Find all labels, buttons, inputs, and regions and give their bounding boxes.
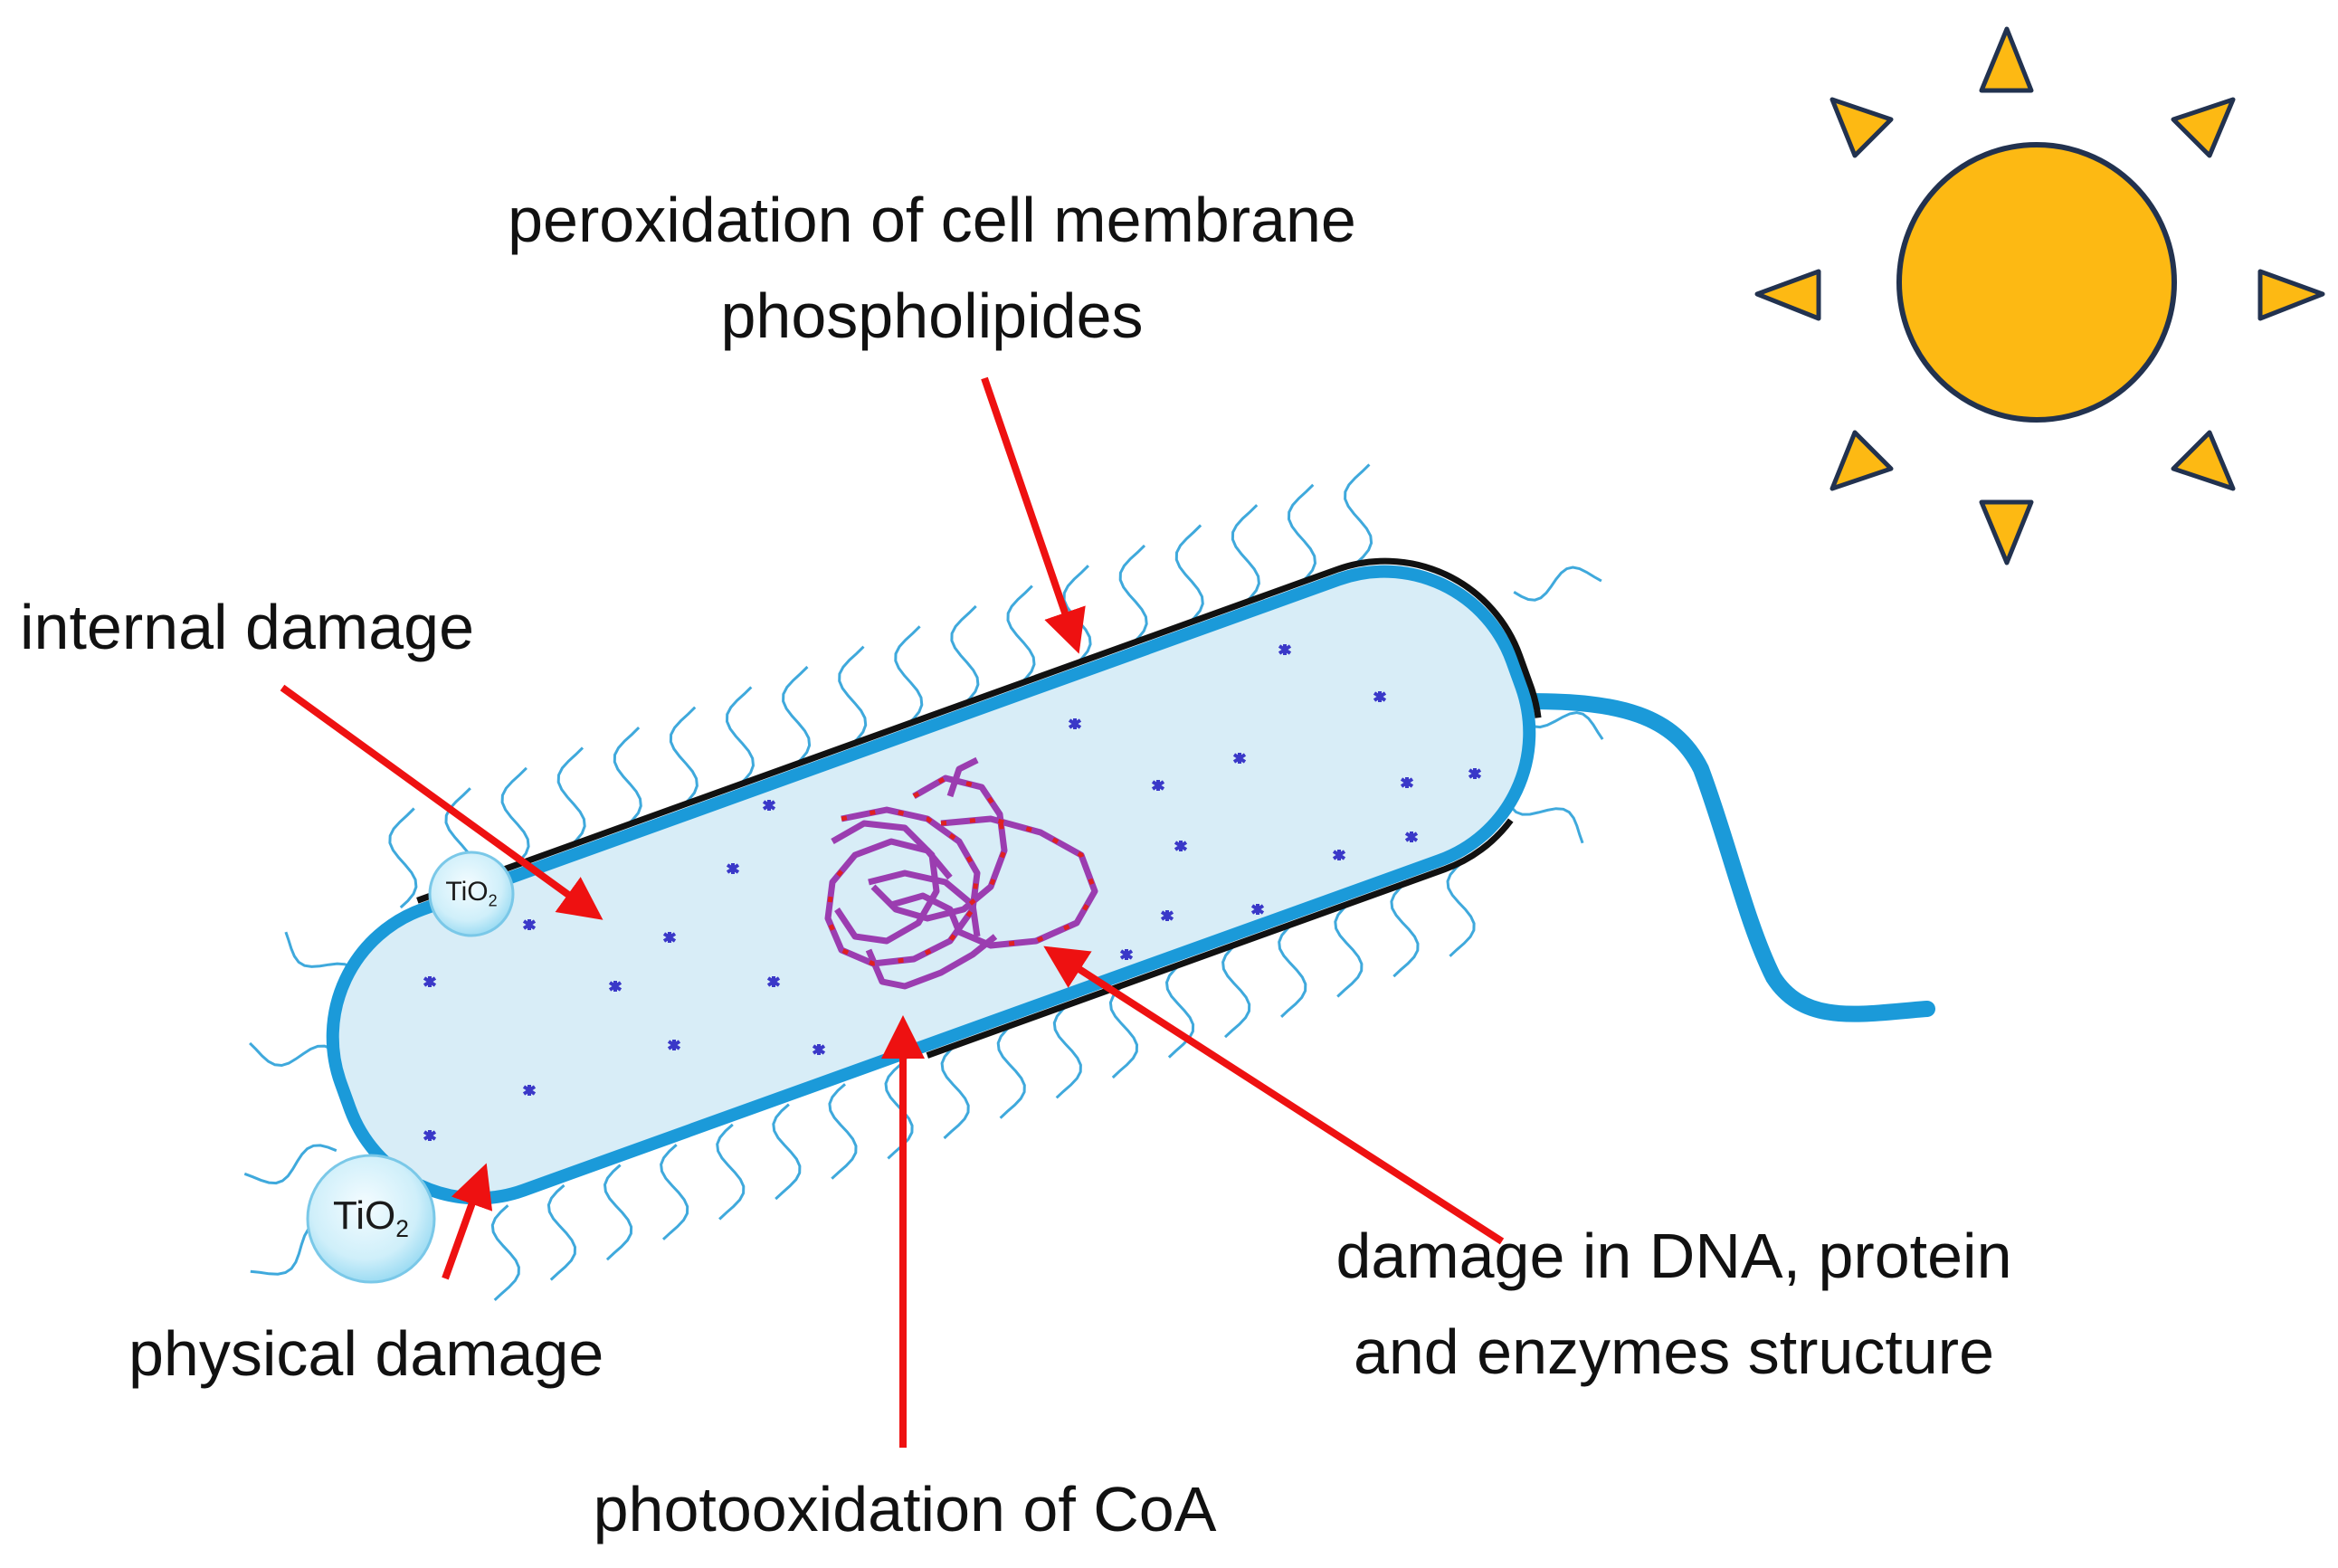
pilus [1513,565,1602,602]
granule [812,1044,826,1055]
granule [1278,644,1292,655]
granule [1068,718,1082,729]
label-membrane-line1: peroxidation of cell membrane [508,185,1356,255]
pilus [388,807,418,909]
granule [667,1040,681,1050]
tio2-large-sub: 2 [395,1215,409,1243]
pilus [940,1042,970,1140]
pilus [1118,544,1148,646]
granule [1400,777,1414,788]
pilus [546,1183,577,1281]
pilus [828,1083,858,1180]
tio2-small-sub: 2 [488,891,498,910]
pilus [1221,941,1251,1039]
tio2-label-large: TiO2 [308,1191,434,1254]
label-physical-damage: physical damage [128,1318,604,1389]
granule [1160,910,1174,921]
label-coa-photooxidation: photooxidation of CoA [593,1474,1217,1544]
granule [1404,832,1419,842]
pilus [603,1164,633,1261]
pilus [556,746,586,849]
dna-tangle [824,756,1098,990]
tio2-label-small: TiO2 [430,874,513,918]
flagellum [1521,693,1935,1022]
pilus [243,1144,337,1185]
pilus [884,1062,914,1160]
pilus [1344,463,1373,565]
label-dna-line1: damage in DNA, protein [1335,1221,2012,1291]
pilus [725,686,756,787]
pilus [1287,483,1317,585]
pilus [1174,524,1204,626]
pilus [1164,961,1195,1059]
arrow-membrane [981,376,1086,654]
pilus [716,1123,746,1221]
label-membrane-peroxidation: peroxidation of cell membrane phospholip… [434,172,1430,364]
annotation-arrows [280,376,1505,1448]
granule [1151,780,1165,791]
granule [762,800,776,811]
tio2-small-base: TiO [445,877,489,907]
pilus [782,665,812,767]
granule [1119,949,1134,960]
granule [608,981,623,992]
granule [1232,753,1247,764]
label-membrane-line2: phospholipides [720,280,1144,351]
granule [522,1085,537,1096]
pilus [996,1022,1026,1119]
pilus [894,625,924,727]
pilus [772,1103,802,1201]
granule [662,932,677,943]
pilus [1390,880,1420,978]
pilus [1334,900,1364,998]
granule [522,919,537,930]
arrow-internal [280,684,604,920]
tio2-particle-large [306,1154,436,1284]
dna-damage-marks [825,775,1098,966]
pilus [500,766,530,869]
pilus [613,727,642,828]
label-dna-damage: damage in DNA, protein and enzymes struc… [1267,1208,2081,1400]
granule [1250,904,1265,915]
pilus [1052,1002,1082,1099]
cytoplasm-granules [423,644,1482,1141]
granule [423,1130,437,1141]
pilus [1231,504,1260,605]
pilus [1278,921,1307,1018]
pilus [950,604,980,707]
pilus [838,645,868,747]
tio2-particle-small [428,851,515,937]
tio2-large-base: TiO [333,1193,396,1238]
label-dna-line2: and enzymes structure [1353,1316,1995,1387]
pilus [490,1204,520,1301]
pilus [660,1144,689,1240]
label-internal-damage: internal damage [20,592,474,662]
granule [726,863,740,874]
pilus [1108,982,1139,1079]
granule [1468,768,1482,779]
arrow-physical [442,1163,493,1280]
pilus [669,706,699,808]
granule [1373,691,1387,702]
bacterium-cell [319,557,1543,1212]
arrow-dna [1043,946,1505,1245]
sun-icon [1754,26,2325,565]
granule [1332,850,1346,860]
granule [423,976,437,987]
granule [1174,841,1188,851]
granule [766,976,781,987]
pilus [1446,860,1476,957]
pilus [1006,584,1036,687]
